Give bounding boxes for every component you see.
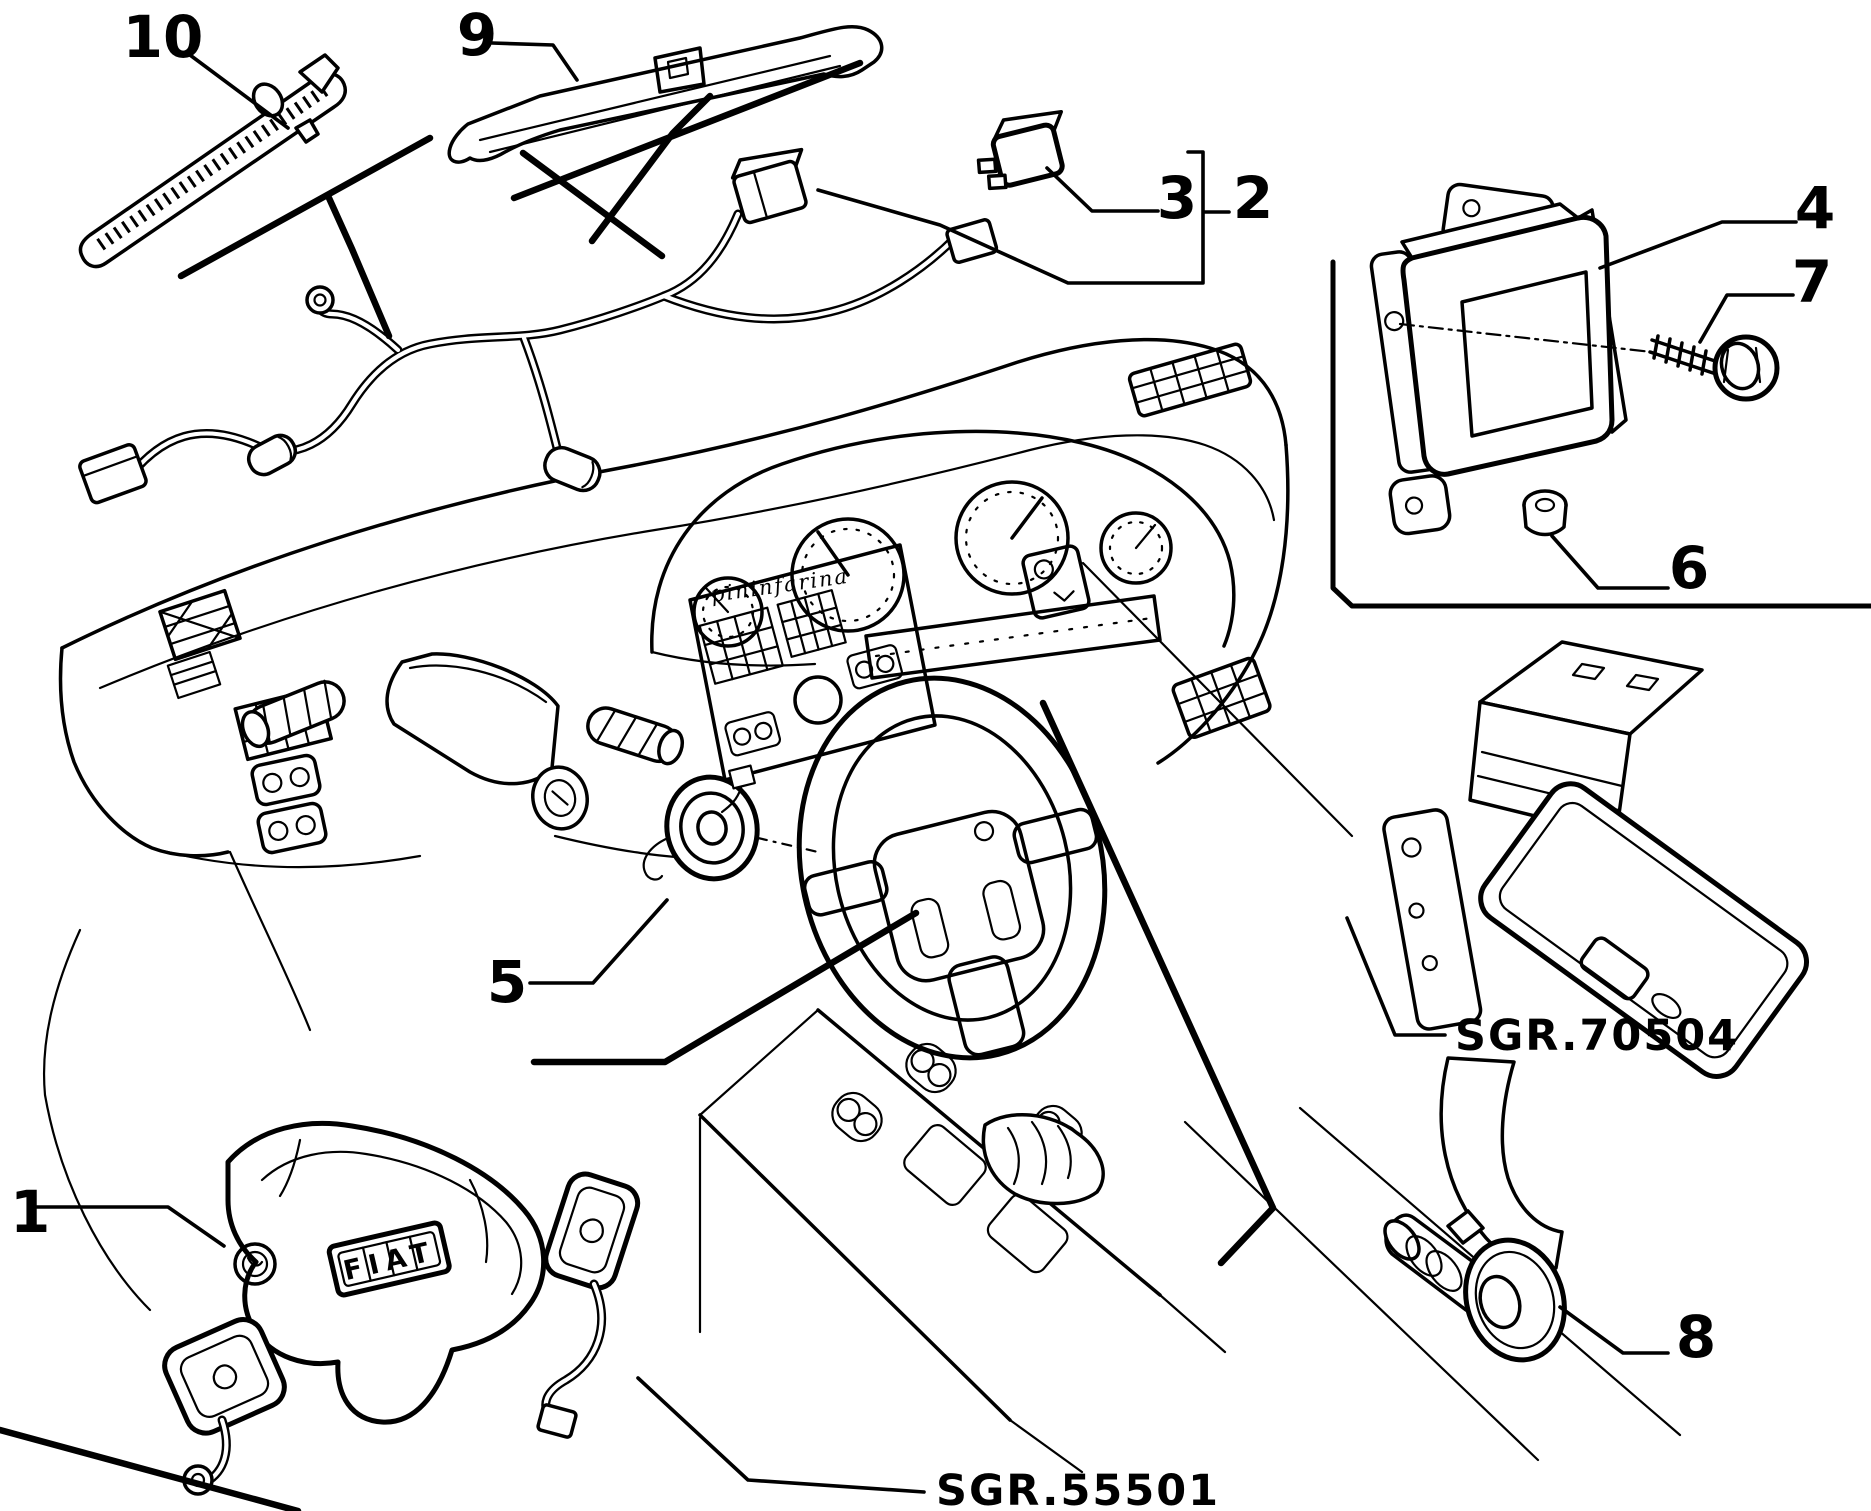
part-airbag-module: FIAT xyxy=(162,1120,641,1496)
section-reference-labels: SGR.70504 SGR.55501 xyxy=(936,1011,1739,1511)
callout-1: 1 xyxy=(10,1178,50,1246)
part-wiring-harness xyxy=(78,147,999,505)
part-relay xyxy=(976,110,1065,191)
shift-boot xyxy=(981,1113,1105,1206)
stalk-left xyxy=(240,679,346,749)
stalk-right xyxy=(586,706,685,766)
callout-4: 4 xyxy=(1795,174,1835,242)
label-sgr-70504: SGR.70504 xyxy=(1455,1011,1739,1061)
callout-7: 7 xyxy=(1792,248,1832,316)
switch-paddle-left xyxy=(162,1317,287,1436)
dashboard: pininfarina xyxy=(58,337,1290,869)
part-trim-channel xyxy=(447,24,884,164)
label-sgr-55501: SGR.55501 xyxy=(936,1466,1220,1511)
brand-script: pininfarina xyxy=(709,564,850,607)
part-bolt xyxy=(1648,334,1780,402)
switch-paddle-right xyxy=(543,1171,641,1291)
part-clockspring xyxy=(642,764,820,882)
connector-barrel-a xyxy=(246,433,298,477)
dash-switch xyxy=(1021,544,1091,620)
steering-column xyxy=(240,652,685,831)
callout-6: 6 xyxy=(1669,534,1709,602)
callout-2: 2 xyxy=(1233,164,1273,232)
steering-wheel xyxy=(796,675,1108,1061)
connector-left xyxy=(78,443,148,505)
part-nut xyxy=(1522,489,1568,537)
left-vent xyxy=(158,588,242,662)
left-slider xyxy=(166,650,222,700)
center-console xyxy=(698,1008,1227,1474)
ring-terminal xyxy=(305,285,335,315)
section-divider xyxy=(1330,259,1871,609)
glovebox-lid xyxy=(1478,781,1809,1079)
callout-5: 5 xyxy=(487,948,527,1016)
connector-barrel-b xyxy=(543,445,602,493)
fiat-badge: FIAT xyxy=(326,1220,452,1298)
leader-lines xyxy=(30,41,1798,1494)
part-cable-raceway xyxy=(78,53,347,269)
rocker-switch-b xyxy=(256,801,328,855)
callout-10: 10 xyxy=(123,3,204,71)
pointer-lines xyxy=(0,59,1871,1511)
part-airbag-ecu xyxy=(1369,182,1654,536)
rocker-switch-a xyxy=(250,753,322,807)
defroster-grille xyxy=(1127,342,1253,418)
callout-9: 9 xyxy=(457,1,497,69)
part-grommet xyxy=(1383,1209,1567,1363)
ignition-switch xyxy=(531,765,589,831)
part-glovebox xyxy=(1382,640,1809,1271)
connector-main xyxy=(730,147,808,225)
instrument-binnacle xyxy=(650,429,1236,680)
callout-3: 3 xyxy=(1157,164,1197,232)
callout-labels: 10 9 3 2 4 7 6 5 1 8 xyxy=(10,1,1835,1371)
callout-8: 8 xyxy=(1676,1303,1716,1371)
center-stack xyxy=(688,543,937,782)
side-vent-grille xyxy=(1171,656,1272,739)
